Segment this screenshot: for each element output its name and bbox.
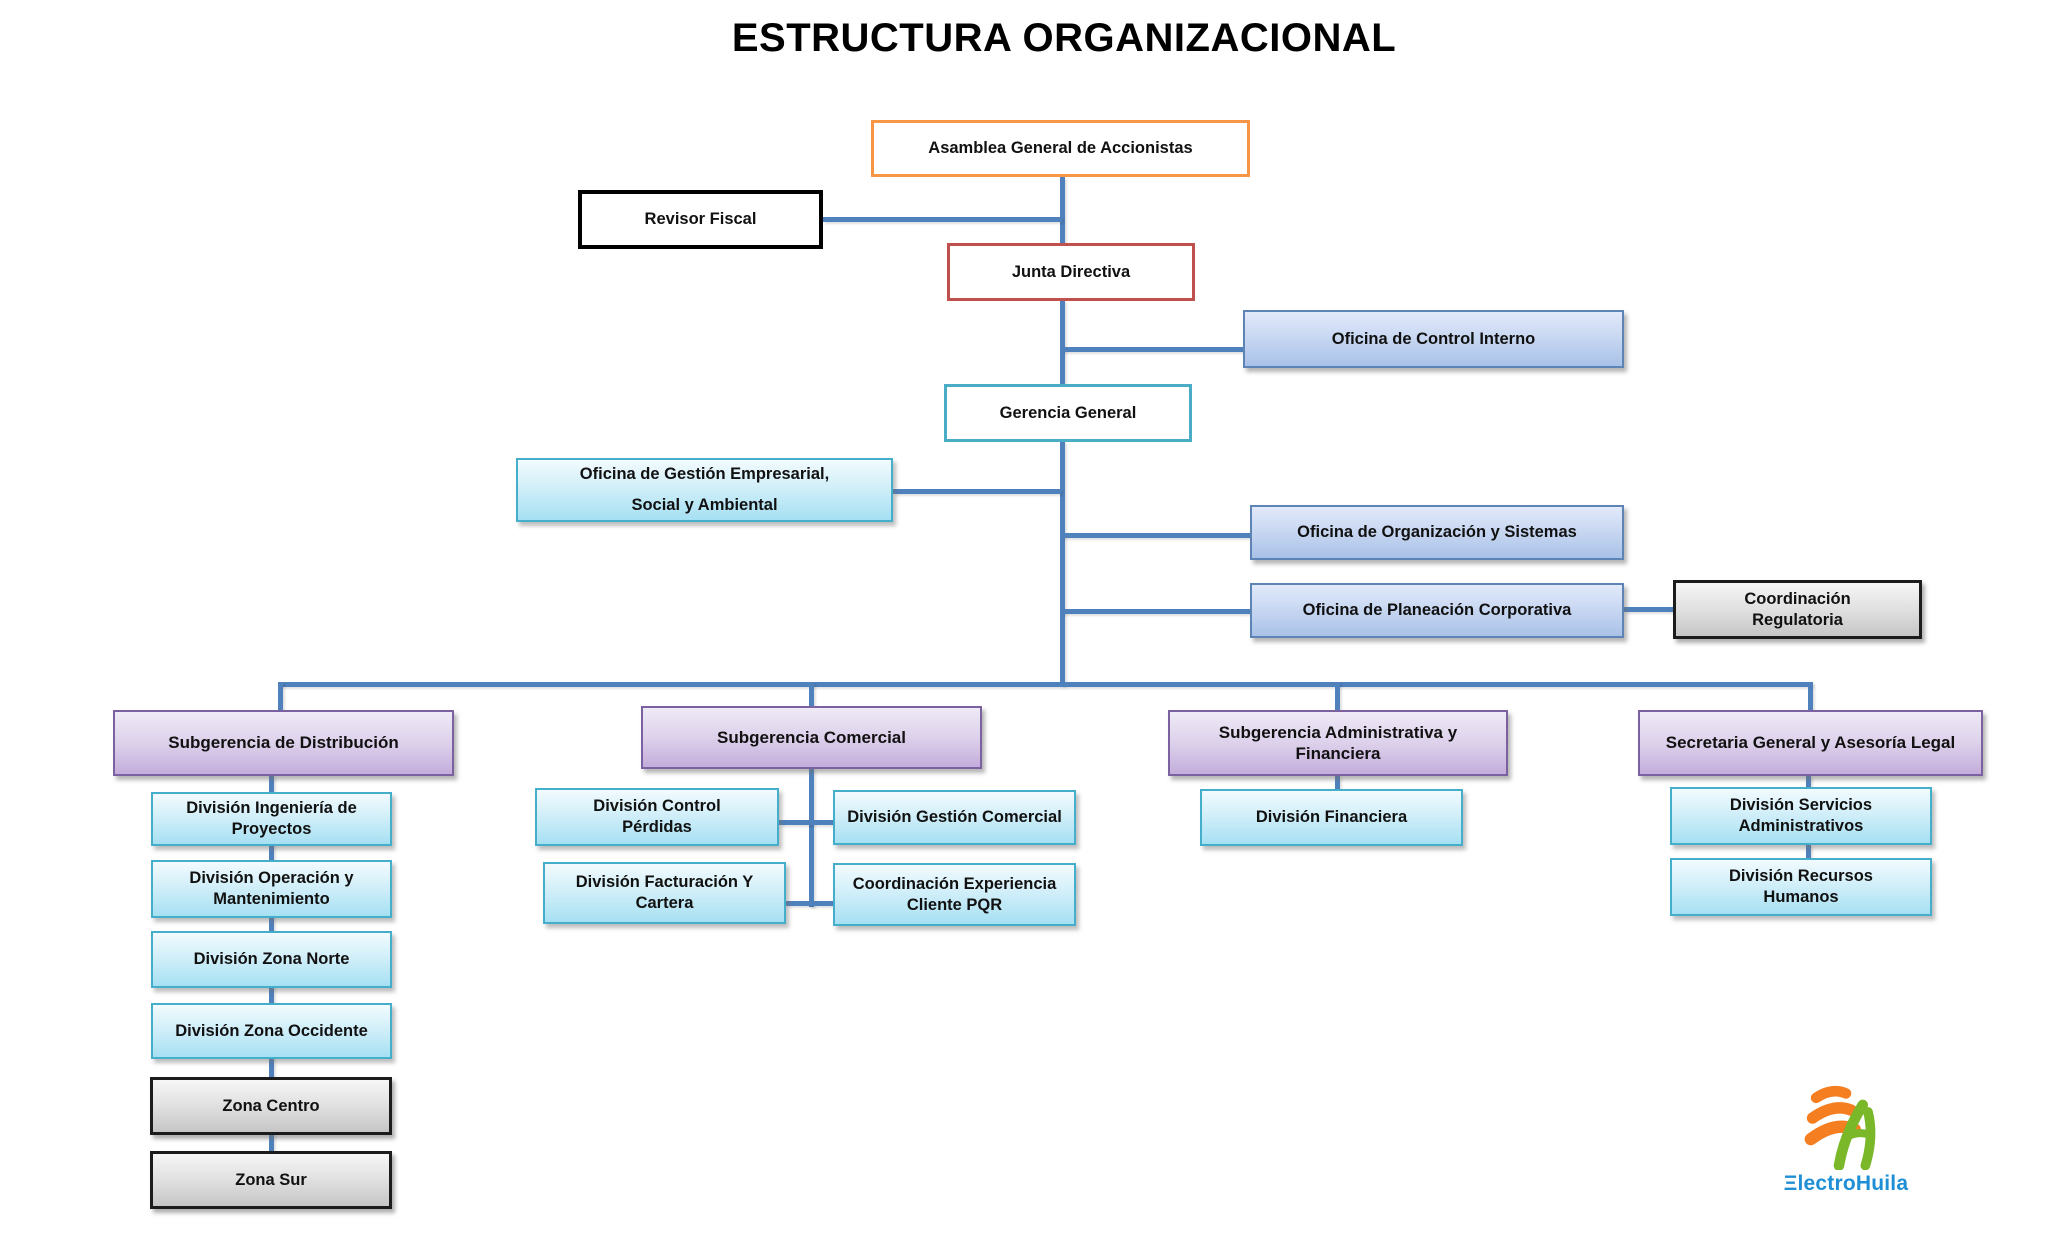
connector-gerencia-trunk xyxy=(1060,441,1065,686)
node-division-operacion-mantenimiento: División Operación y Mantenimiento xyxy=(151,860,392,918)
connector-drop-comercial xyxy=(809,682,814,707)
node-division-recursos-humanos: División Recursos Humanos xyxy=(1670,858,1932,916)
connector-financiera xyxy=(1335,775,1340,790)
page-title: ESTRUCTURA ORGANIZACIONAL xyxy=(731,16,1397,60)
node-oficina-control-interno: Oficina de Control Interno xyxy=(1243,310,1624,368)
connector-comercial-row2 xyxy=(786,901,833,906)
node-division-zona-occidente: División Zona Occidente xyxy=(151,1003,392,1059)
node-division-ingenieria-proyectos: División Ingeniería de Proyectos xyxy=(151,792,392,846)
connector-drop-distribucion xyxy=(278,682,283,711)
connector-junta-gerencia xyxy=(1060,300,1065,385)
node-division-gestion-comercial: División Gestión Comercial xyxy=(833,790,1076,845)
node-secretaria-general: Secretaria General y Asesoría Legal xyxy=(1638,710,1983,776)
connector-control-interno xyxy=(1062,347,1243,352)
node-junta-directiva: Junta Directiva xyxy=(947,243,1195,301)
connector-main-horizontal xyxy=(280,682,1812,687)
node-coordinacion-experiencia-pqr: Coordinación Experiencia Cliente PQR xyxy=(833,863,1076,926)
connector-gestion-empresarial xyxy=(893,489,1061,494)
electrohuila-logo-icon xyxy=(1804,1085,1876,1170)
connector-comercial-spine xyxy=(809,768,814,907)
node-oficina-gestion-empresarial: Oficina de Gestión Empresarial, Social y… xyxy=(516,458,893,522)
node-subgerencia-comercial: Subgerencia Comercial xyxy=(641,706,982,769)
connector-comercial-row1 xyxy=(779,820,833,825)
node-zona-sur: Zona Sur xyxy=(150,1151,392,1209)
connector-recursos xyxy=(1806,844,1811,859)
node-subgerencia-distribucion: Subgerencia de Distribución xyxy=(113,710,454,776)
node-subgerencia-administrativa: Subgerencia Administrativa y Financiera xyxy=(1168,710,1508,776)
node-oficina-planeacion-corporativa: Oficina de Planeación Corporativa xyxy=(1250,583,1624,638)
node-division-control-perdidas: División Control Pérdidas xyxy=(535,788,779,846)
node-revisor-fiscal: Revisor Fiscal xyxy=(578,190,823,249)
node-division-zona-norte: División Zona Norte xyxy=(151,931,392,988)
node-oficina-organizacion-sistemas: Oficina de Organización y Sistemas xyxy=(1250,505,1624,560)
node-coordinacion-regulatoria: Coordinación Regulatoria xyxy=(1673,580,1922,639)
node-asamblea-general: Asamblea General de Accionistas xyxy=(871,120,1250,177)
connector-organizacion xyxy=(1062,533,1251,538)
connector-planeacion xyxy=(1062,609,1251,614)
electrohuila-logo: ΞlectroHuila xyxy=(1778,1082,1914,1200)
connector-drop-administrativa xyxy=(1335,682,1340,711)
connector-revisor-fiscal xyxy=(823,217,1062,222)
node-division-servicios-administrativos: División Servicios Administrativos xyxy=(1670,787,1932,845)
node-division-facturacion-cartera: División Facturación Y Cartera xyxy=(543,862,786,924)
connector-coordinacion xyxy=(1624,607,1674,612)
connector-servicios xyxy=(1806,775,1811,788)
connector-asamblea-junta xyxy=(1060,177,1065,244)
connector-drop-secretaria xyxy=(1808,682,1813,711)
node-division-financiera: División Financiera xyxy=(1200,789,1463,846)
node-zona-centro: Zona Centro xyxy=(150,1077,392,1135)
node-gerencia-general: Gerencia General xyxy=(944,384,1192,442)
electrohuila-logo-text: ΞlectroHuila xyxy=(1783,1172,1909,1195)
